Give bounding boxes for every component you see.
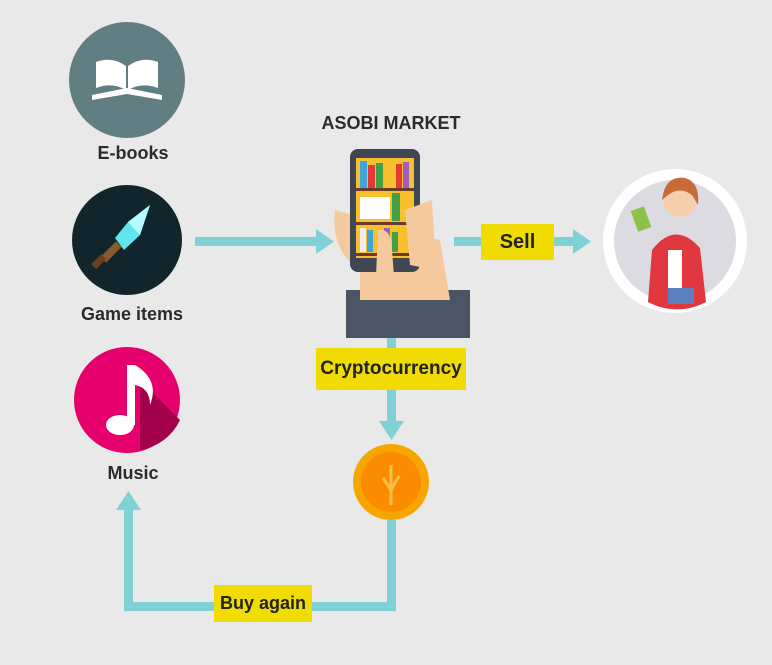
- cryptocurrency-label: Cryptocurrency: [316, 348, 466, 390]
- arrowhead-market: [316, 229, 334, 254]
- arrowhead-music: [116, 491, 141, 510]
- arrowhead-coin: [379, 421, 404, 440]
- music-label: Music: [107, 463, 159, 483]
- loop-line-up: [124, 508, 133, 611]
- ebooks-label: E-books: [97, 143, 169, 163]
- arrowhead-buyer: [573, 229, 591, 254]
- sell-label: Sell: [481, 224, 554, 260]
- loop-line-down: [387, 520, 396, 611]
- phone-bookshelf-icon: [334, 149, 470, 338]
- game-items-label: Game items: [80, 304, 184, 324]
- book-icon: [69, 22, 185, 138]
- market-title: ASOBI MARKET: [321, 113, 461, 133]
- arrows: [116, 229, 591, 611]
- music-note-icon: [74, 347, 180, 453]
- crypto-coin-icon: [353, 444, 429, 520]
- buy-again-label: Buy again: [214, 585, 312, 622]
- crystal-sword-icon: [72, 185, 182, 295]
- buyer-avatar: [603, 169, 747, 313]
- arrow-to-market: [195, 237, 317, 246]
